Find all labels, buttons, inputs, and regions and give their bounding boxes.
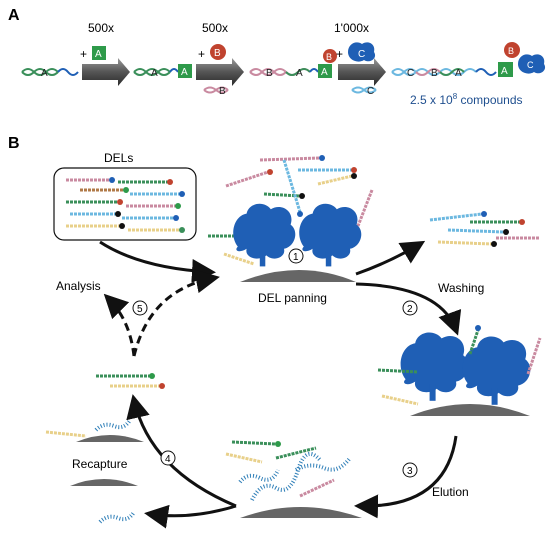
washed-protein-left xyxy=(400,332,469,401)
label-analysis: Analysis xyxy=(56,279,101,293)
dna-strand-a-step1: A A xyxy=(133,64,192,79)
svg-text:3: 3 xyxy=(407,466,413,477)
step3-arrow xyxy=(338,58,386,86)
building-block-b: B xyxy=(210,44,226,60)
step3-multiplier: 1'000x xyxy=(334,21,369,35)
step1-plus: + xyxy=(80,47,87,61)
dna-strand-abc-final: C B A A B C xyxy=(391,42,546,79)
washed-protein-right xyxy=(462,336,531,405)
floating-dels xyxy=(208,155,374,266)
step2-multiplier: 500x xyxy=(202,21,228,35)
svg-text:C: C xyxy=(358,49,365,60)
arrow-back-to-panning xyxy=(132,269,220,357)
washed-surface xyxy=(410,404,530,416)
dna-strand-a-start: A xyxy=(21,68,79,79)
svg-text:A: A xyxy=(296,68,303,79)
arrow-to-recapture xyxy=(126,394,237,508)
bound-dels xyxy=(377,325,542,406)
step1-arrow xyxy=(82,58,130,86)
label-recapture: Recapture xyxy=(72,457,128,471)
step-marker-3 xyxy=(402,462,418,478)
svg-text:C: C xyxy=(527,60,534,70)
step-marker-2 xyxy=(402,300,418,316)
svg-text:A: A xyxy=(455,68,462,79)
svg-text:C: C xyxy=(367,86,374,97)
svg-text:A: A xyxy=(321,67,328,78)
step-marker-4 xyxy=(160,450,176,466)
library-size-label: 2.5 x 108 compounds xyxy=(410,92,523,107)
panning-surface xyxy=(240,270,356,282)
svg-text:A: A xyxy=(95,49,102,60)
building-block-a: A xyxy=(92,46,106,60)
arrow-elution xyxy=(354,435,458,519)
label-elution: Elution xyxy=(432,485,469,499)
svg-text:B: B xyxy=(508,46,514,56)
svg-text:4: 4 xyxy=(165,454,171,465)
dna-tag-c: C xyxy=(351,86,377,97)
arrow-washing-out xyxy=(355,240,426,276)
panning-protein-right xyxy=(299,203,362,267)
building-block-c: C xyxy=(348,42,376,62)
svg-text:B: B xyxy=(326,52,332,62)
panel-b-letter: B xyxy=(8,135,20,152)
denatured-proteins xyxy=(238,451,352,501)
svg-text:2: 2 xyxy=(407,304,413,315)
panel-a-letter: A xyxy=(8,7,20,24)
eluted-dels xyxy=(225,440,335,498)
eluted-surface xyxy=(240,507,362,518)
svg-text:B: B xyxy=(214,48,221,59)
del-library-box: DELs xyxy=(53,151,197,241)
step2-arrow xyxy=(196,58,244,86)
svg-text:A: A xyxy=(501,66,508,77)
panning-protein-left xyxy=(233,203,296,267)
step1-multiplier: 500x xyxy=(88,21,114,35)
recapture-surfaces xyxy=(45,418,144,524)
recaptured-dels xyxy=(96,373,165,389)
svg-text:B: B xyxy=(431,68,438,79)
svg-text:B: B xyxy=(219,86,226,97)
arrow-to-discard xyxy=(144,504,237,529)
arrow-to-analysis xyxy=(103,293,136,357)
label-washing: Washing xyxy=(438,281,484,295)
svg-text:C: C xyxy=(407,68,414,79)
dna-label-a: A xyxy=(41,68,48,79)
label-del-panning: DEL panning xyxy=(258,291,327,305)
arrow-to-washed xyxy=(355,282,462,336)
step3-plus: + xyxy=(336,47,343,61)
step2-plus: + xyxy=(198,47,205,61)
dna-tag-b: B xyxy=(203,86,229,97)
dna-strand-ab: B A A B xyxy=(249,49,337,79)
washed-dels xyxy=(429,211,540,247)
svg-text:1: 1 xyxy=(293,252,299,263)
dels-title: DELs xyxy=(104,151,133,165)
svg-text:B: B xyxy=(266,68,273,79)
arrow-to-panning xyxy=(99,240,216,283)
svg-text:A: A xyxy=(181,67,188,78)
step-marker-1 xyxy=(288,248,304,264)
step-marker-5 xyxy=(132,300,148,316)
svg-text:5: 5 xyxy=(137,304,143,315)
svg-text:A: A xyxy=(151,68,158,79)
